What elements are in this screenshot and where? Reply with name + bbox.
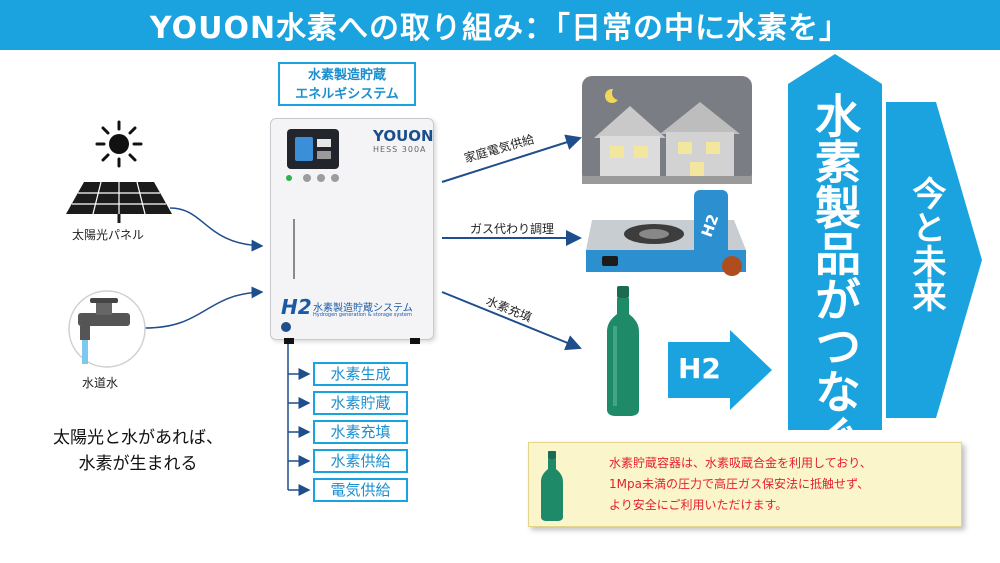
device-foot-left <box>284 338 294 344</box>
banner-future-text: 今と未来 <box>906 176 946 312</box>
device-to-bottle-arrow <box>441 291 582 351</box>
device-connector <box>281 322 291 332</box>
solar-panel-label: 太陽光パネル <box>72 228 145 242</box>
note-line-3: より安全にご利用いただけます。 <box>609 498 788 512</box>
device-brand: YOUON <box>373 127 434 145</box>
water-to-device-arrow <box>144 286 264 329</box>
title-bar: YOUON水素への取り組み：「日常の中に水素を」 <box>0 0 1000 50</box>
device-display <box>287 129 339 169</box>
device-system-name: 水素製造貯蔵システム <box>313 303 413 314</box>
device-to-house-arrow <box>441 134 582 183</box>
system-label-line-2: エネルギシステム <box>295 87 399 102</box>
control-knob-2 <box>317 174 325 182</box>
control-knob-3 <box>331 174 339 182</box>
solar-panel-icon <box>66 181 172 223</box>
main-caption-line-2: 水素が生まれる <box>78 454 198 474</box>
device-gauge <box>293 219 295 279</box>
device-model: HESS 300A <box>373 145 427 154</box>
control-knob-1 <box>303 174 311 182</box>
note-box: 水素貯蔵容器は、水素吸蔵合金を利用しており、 1Mpa未満の圧力で高圧ガス保安法… <box>528 442 962 527</box>
banner-arrow-future <box>886 102 982 418</box>
function-box-power-supply: 電気供給 <box>313 478 408 502</box>
page-title: YOUON水素への取り組み：「日常の中に水素を」 <box>149 11 851 46</box>
device-foot-right <box>410 338 420 344</box>
function-box-hydrogen-filling: 水素充填 <box>313 420 408 444</box>
function-box-hydrogen-supply: 水素供給 <box>313 449 408 473</box>
h2-arrow <box>668 330 772 410</box>
function-box-hydrogen-generation: 水素生成 <box>313 362 408 386</box>
note-line-2: 1Mpa未満の圧力で高圧ガス保安法に抵触せず、 <box>609 477 870 491</box>
hess-device: YOUON HESS 300A H2 水素製造貯蔵システム Hydrogen g… <box>270 118 434 340</box>
function-tree <box>287 332 311 496</box>
note-line-1: 水素貯蔵容器は、水素吸蔵合金を利用しており、 <box>609 456 872 470</box>
solar-to-device-arrow <box>169 207 264 252</box>
main-caption-line-1: 太陽光と水があれば、 <box>53 428 223 448</box>
system-label: 水素製造貯蔵 エネルギシステム <box>278 62 416 106</box>
note-text: 水素貯蔵容器は、水素吸蔵合金を利用しており、 1Mpa未満の圧力で高圧ガス保安法… <box>609 453 949 516</box>
power-indicator <box>286 175 292 181</box>
water-faucet-icon <box>68 290 146 368</box>
system-label-line-1: 水素製造貯蔵 <box>307 68 386 83</box>
main-caption: 太陽光と水があれば、 水素が生まれる <box>18 425 258 477</box>
device-system-name-en: Hydrogen generation & storage system <box>313 312 412 318</box>
house-icon <box>582 76 752 184</box>
device-h2-mark: H2 <box>281 295 312 319</box>
output-label-gas-cooking: ガス代わり調理 <box>470 222 555 236</box>
sun-icon <box>95 120 143 168</box>
water-label: 水道水 <box>82 376 119 390</box>
h2-arrow-label: H2 <box>678 352 721 385</box>
note-bottle-icon <box>541 451 563 521</box>
banner-arrow-products <box>788 54 882 430</box>
function-box-hydrogen-storage: 水素貯蔵 <box>313 391 408 415</box>
gas-stove-icon: H2 <box>586 190 746 276</box>
banner-main-text: 水素製品がつなぐ <box>808 92 862 460</box>
hydrogen-bottle-icon <box>607 286 639 416</box>
